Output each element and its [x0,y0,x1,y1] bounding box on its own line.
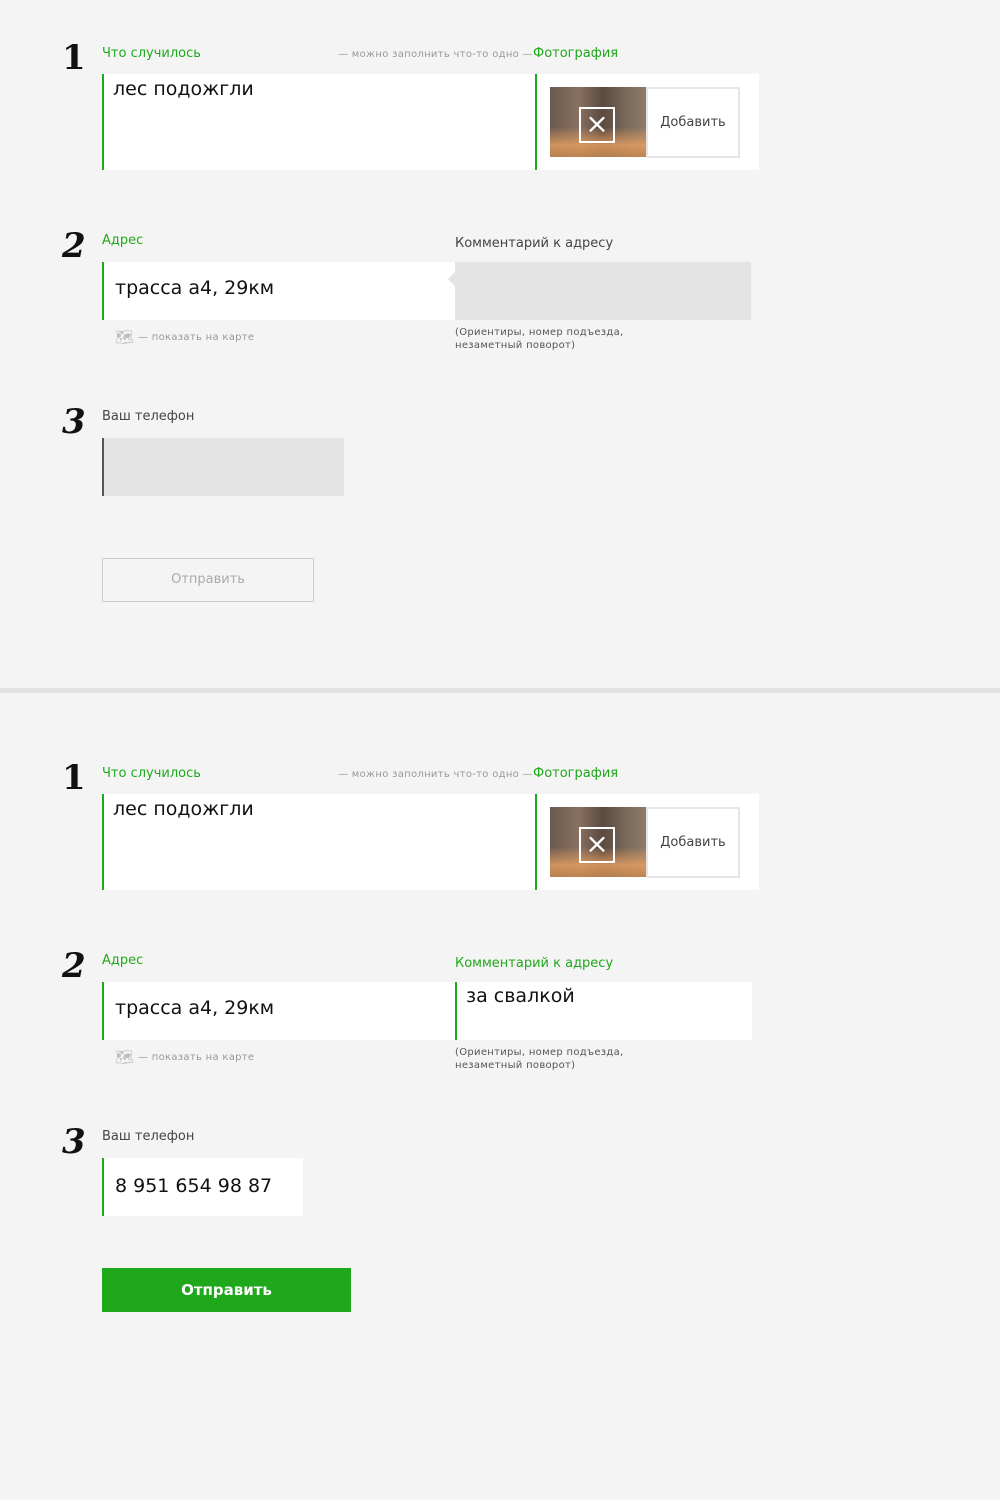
step-number-2: 2 [62,226,86,266]
step-number-3: 3 [62,402,86,442]
show-on-map-link[interactable]: — показать на карте [138,332,255,343]
map-icon[interactable]: 🗺 [115,328,135,346]
phone-label: Ваш телефон [102,1129,195,1144]
address-input[interactable]: трасса а4, 29км [102,982,455,1040]
address-label: Адрес [102,233,144,248]
step-number-1: 1 [62,758,86,798]
map-icon[interactable]: 🗺 [115,1048,135,1066]
photo-label: Фотография [533,46,619,61]
either-hint: — можно заполнить что-то одно — [338,769,533,780]
comment-input[interactable] [447,262,751,320]
comment-hint-line-1: (Ориентиры, номер подъезда, [455,327,624,338]
phone-label: Ваш телефон [102,409,195,424]
comment-hint-line-2: незаметный поворот) [455,1060,576,1071]
address-value: трасса а4, 29км [115,997,275,1019]
what-happened-value: лес подожгли [113,798,254,820]
phone-input[interactable] [102,438,344,496]
show-on-map-link[interactable]: — показать на карте [138,1052,255,1063]
what-happened-label: Что случилось [102,46,201,61]
what-happened-input[interactable]: лес подожгли [102,74,535,170]
comment-label: Комментарий к адресу [455,956,614,971]
what-happened-label: Что случилось [102,766,201,781]
what-happened-input[interactable]: лес подожгли [102,794,535,890]
step-number-3: 3 [62,1122,86,1162]
photo-label: Фотография [533,766,619,781]
submit-button-disabled[interactable]: Отправить [102,558,314,602]
add-photo-button[interactable]: Добавить [646,807,740,878]
address-input[interactable]: трасса а4, 29км [102,262,455,320]
divider [0,688,1000,693]
photo-thumbnail: × [550,807,646,877]
remove-photo-icon[interactable]: × [579,107,615,143]
comment-value: за свалкой [466,985,575,1007]
step-number-2: 2 [62,946,86,986]
comment-hint-line-2: незаметный поворот) [455,340,576,351]
step-number-1: 1 [62,38,86,78]
add-photo-button[interactable]: Добавить [646,87,740,158]
comment-input[interactable]: за свалкой [455,982,752,1040]
comment-label: Комментарий к адресу [455,236,614,251]
address-label: Адрес [102,953,144,968]
either-hint: — можно заполнить что-то одно — [338,49,533,60]
form-state-empty: 1 Что случилось — можно заполнить что-то… [0,0,1000,720]
submit-button[interactable]: Отправить [102,1268,351,1312]
photo-thumbnail: × [550,87,646,157]
comment-hint-line-1: (Ориентиры, номер подъезда, [455,1047,624,1058]
phone-value: 8 951 654 98 87 [115,1175,273,1197]
address-value: трасса а4, 29км [115,277,275,299]
what-happened-value: лес подожгли [113,78,254,100]
phone-input[interactable]: 8 951 654 98 87 [102,1158,303,1216]
form-state-filled: 1 Что случилось — можно заполнить что-то… [0,720,1000,1500]
remove-photo-icon[interactable]: × [579,827,615,863]
